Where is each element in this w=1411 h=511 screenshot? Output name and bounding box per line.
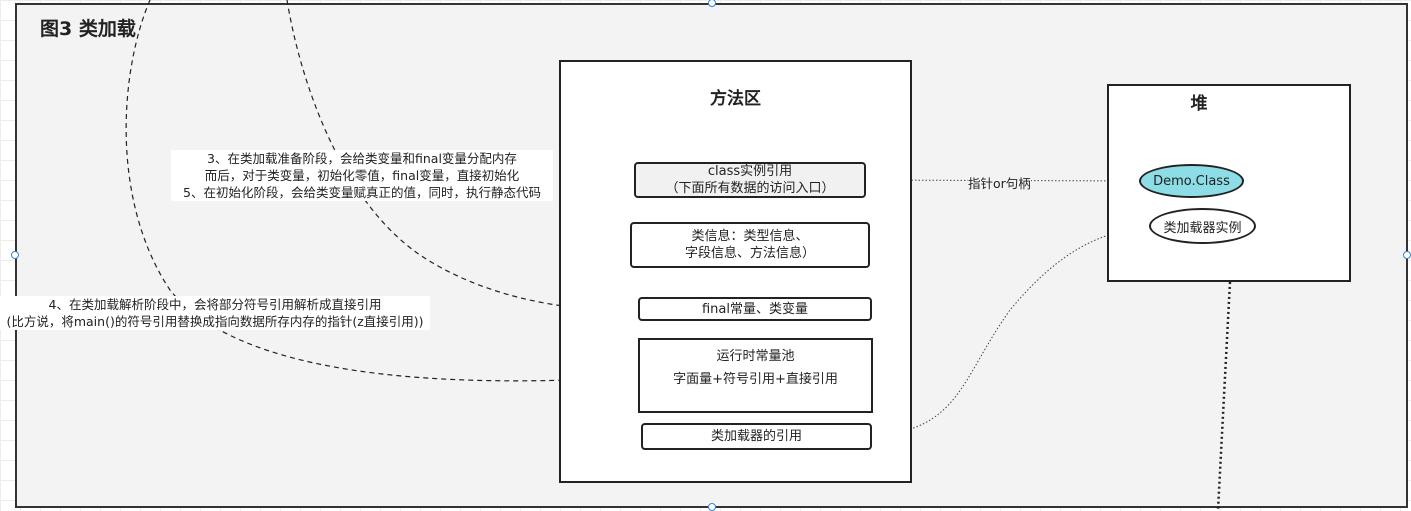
loader-arrow (871, 222, 1151, 437)
diagram-title: 图3 类加载 (40, 18, 136, 40)
runtime-pool-title: 运行时常量池 (716, 349, 795, 364)
resolve-note[interactable]: 4、在类加载解析阶段中，会将部分符号引用解析成直接引用 (比方说，将main()… (0, 296, 430, 330)
pointer-edge-label: 指针or句柄 (968, 173, 1031, 192)
loader-instance-node[interactable]: 类加载器实例 (1149, 208, 1256, 244)
resize-handle-left[interactable] (11, 251, 19, 259)
method-area-panel[interactable] (559, 60, 912, 483)
prepare-note[interactable]: 3、在类加载准备阶段，会给类变量和final变量分配内存 而后，对于类变量，初始… (171, 150, 553, 201)
loader-ref-box[interactable]: 类加载器的引用 (641, 423, 872, 450)
method-area-title: 方法区 (710, 89, 761, 109)
class-ref-box[interactable]: class实例引用 （下面所有数据的访问入口） (634, 162, 866, 198)
class-info-box[interactable]: 类信息：类型信息、 字段信息、方法信息） (630, 222, 870, 268)
heap-title: 堆 (1190, 94, 1208, 114)
demo-class-node[interactable]: Demo.Class (1139, 164, 1244, 198)
runtime-pool-body: 字面量+符号引用+直接引用 (673, 372, 838, 387)
resize-handle-top[interactable] (708, 0, 716, 7)
runtime-pool-box[interactable] (638, 338, 873, 413)
heap-dotted-line (1216, 281, 1232, 510)
final-vars-box[interactable]: final常量、类变量 (638, 297, 872, 321)
